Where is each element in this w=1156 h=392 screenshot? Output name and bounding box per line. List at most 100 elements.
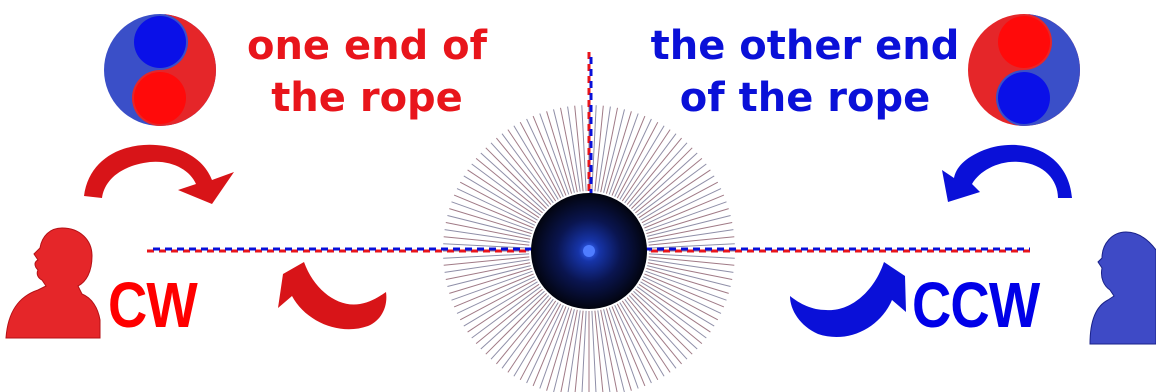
central-sphere — [531, 193, 647, 309]
ray-line — [480, 152, 545, 212]
curved-arrow-clockwise-icon — [84, 144, 234, 204]
ray-line — [633, 290, 698, 350]
ray-line — [451, 201, 533, 232]
ray-line — [560, 309, 578, 392]
ray-line — [624, 298, 677, 369]
ray-line — [456, 276, 536, 314]
caption-right-line-1: the other end — [650, 23, 960, 69]
ray-line — [445, 262, 531, 280]
ray-line — [635, 288, 703, 344]
ray-line — [647, 262, 733, 280]
ray-line — [475, 158, 543, 214]
ray-line — [636, 163, 707, 216]
ray-line — [443, 236, 530, 246]
ray-line — [644, 273, 725, 308]
clockwise-label: CW — [108, 269, 198, 341]
ray-line — [608, 113, 639, 195]
curved-arrow-counterclockwise-icon — [790, 262, 906, 337]
ray-line — [626, 297, 682, 365]
ray-line — [648, 229, 734, 243]
ray-line — [463, 281, 538, 327]
ray-line — [626, 137, 682, 205]
ray-line — [640, 281, 715, 327]
ray-line — [600, 107, 618, 193]
ray-line — [539, 307, 570, 389]
ray-line — [553, 309, 575, 392]
ray-line — [636, 286, 707, 339]
ray-line — [485, 293, 547, 355]
ray-line — [526, 118, 564, 198]
person-silhouette-icon — [5, 227, 101, 339]
ray-line — [574, 310, 584, 392]
ray-line — [444, 259, 530, 273]
ray-line — [581, 105, 587, 192]
ray-line — [603, 309, 625, 392]
ray-line — [611, 306, 646, 387]
yin-yang-icon — [968, 14, 1080, 126]
ray-line — [648, 253, 735, 259]
ray-line — [574, 105, 584, 192]
ray-line — [485, 147, 547, 209]
ray-line — [600, 309, 618, 392]
ray-line — [614, 118, 652, 198]
ray-line — [447, 265, 531, 287]
ray-line — [443, 243, 530, 249]
ray-line — [567, 310, 581, 392]
ray-line — [619, 125, 665, 200]
ray-line — [628, 142, 688, 207]
ray-line — [471, 286, 542, 339]
ray-line — [581, 310, 587, 392]
ray-line — [591, 105, 597, 192]
ray-line — [619, 302, 665, 377]
ray-line — [501, 298, 554, 369]
ray-line — [501, 133, 554, 204]
ray-line — [475, 288, 543, 344]
ray-line — [605, 308, 632, 391]
ray-line — [597, 106, 611, 192]
ray-line — [449, 267, 532, 294]
yin-yang-icon — [104, 14, 216, 126]
ray-line — [648, 236, 735, 246]
caption-left: one end of the rope — [222, 20, 512, 124]
ray-line — [646, 208, 729, 235]
ray-line — [507, 300, 557, 373]
ray-line — [647, 222, 733, 240]
ray-line — [567, 106, 581, 192]
ray-line — [642, 276, 722, 314]
ray-line — [546, 308, 573, 391]
ray-line — [611, 115, 646, 196]
ray-line — [647, 215, 731, 237]
ray-line — [496, 297, 552, 365]
ray-line — [526, 304, 564, 384]
ray-line — [443, 256, 530, 266]
ray-line — [616, 303, 659, 381]
ray-line — [532, 115, 567, 196]
ray-line — [443, 253, 530, 259]
ray-line — [647, 265, 731, 287]
ray-line — [628, 295, 688, 360]
ray-line — [507, 129, 557, 202]
caption-left-line-1: one end of — [246, 23, 488, 69]
curved-arrow-counterclockwise-icon — [942, 144, 1072, 202]
ray-line — [445, 222, 531, 240]
caption-right-line-2: of the rope — [679, 75, 931, 121]
ray-line — [631, 293, 693, 355]
ray-line — [539, 113, 570, 195]
counterclockwise-label: CCW — [912, 269, 1040, 341]
ray-line — [553, 109, 575, 193]
caption-right: the other end of the rope — [640, 20, 970, 124]
ray-line — [640, 175, 715, 221]
ray-line — [444, 229, 530, 243]
ray-line — [605, 111, 632, 194]
ray-line — [646, 267, 729, 294]
ray-line — [621, 129, 671, 202]
ray-line — [480, 290, 545, 350]
ray-line — [635, 158, 703, 214]
ray-line — [641, 278, 719, 321]
ray-line — [616, 121, 659, 199]
ray-line — [645, 201, 727, 232]
caption-left-line-2: the rope — [271, 75, 463, 121]
ray-line — [648, 243, 735, 249]
